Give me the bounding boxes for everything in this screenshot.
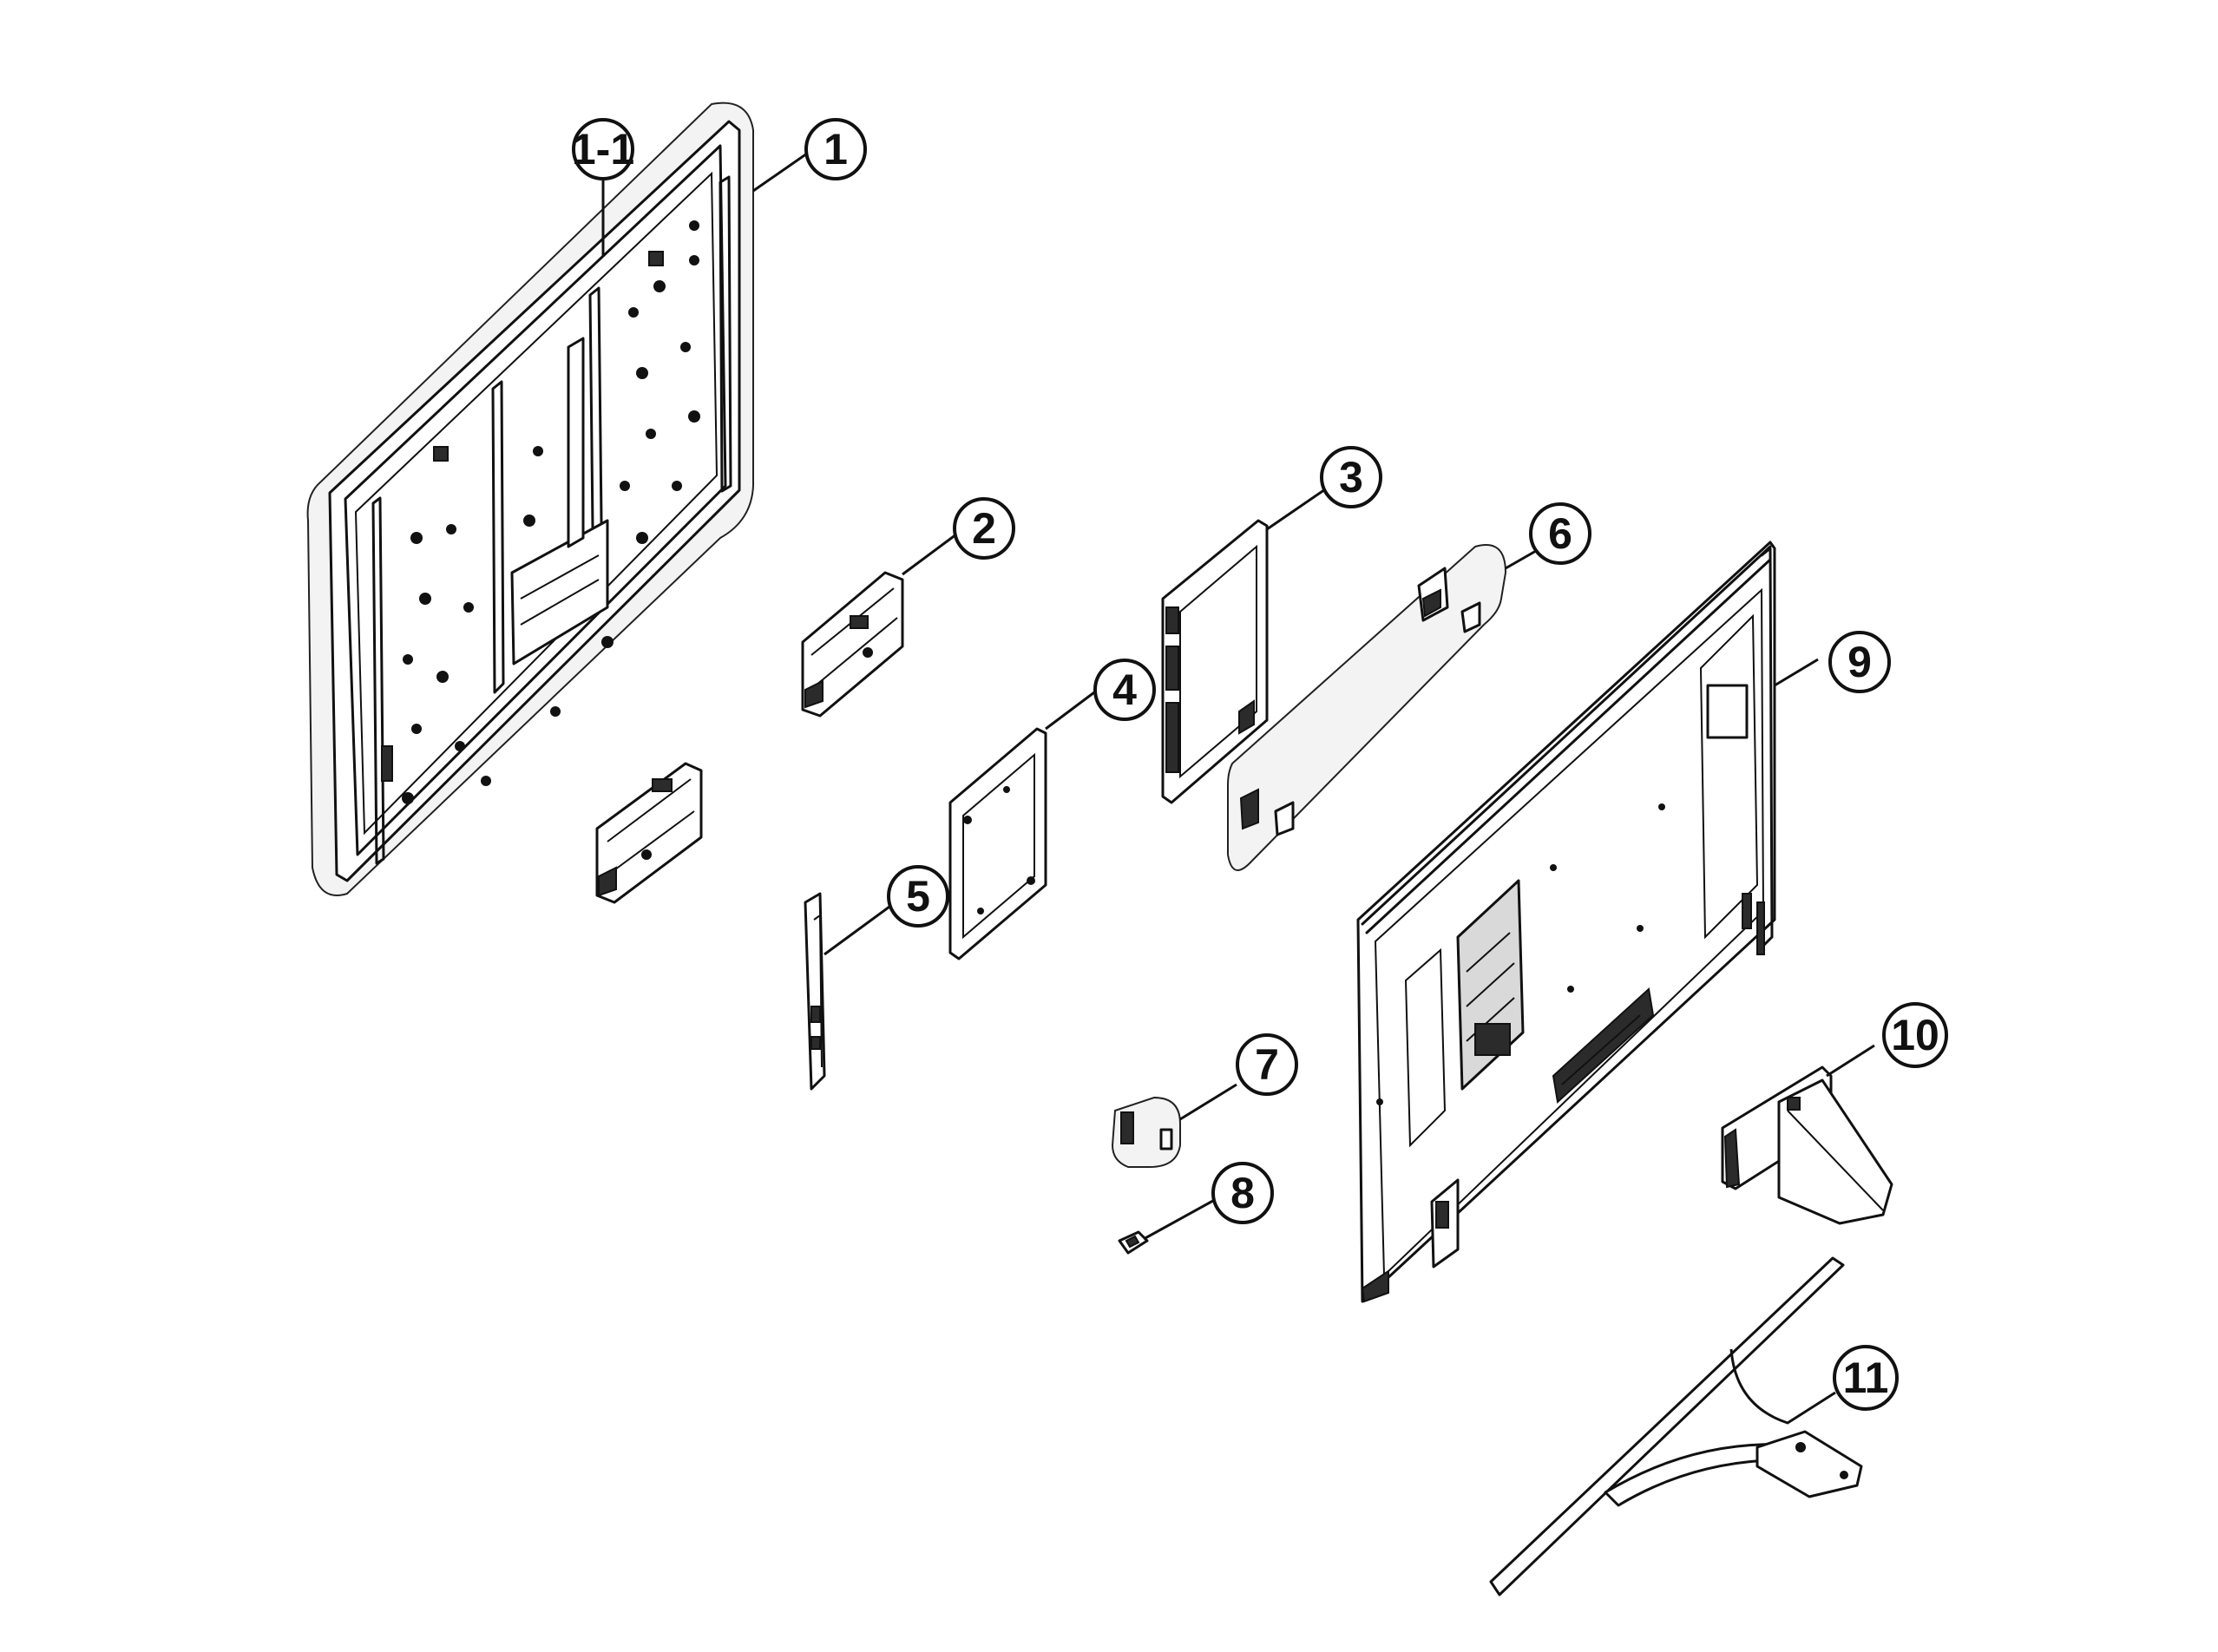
part-10-stand-neck bbox=[1721, 1065, 1893, 1225]
callout-5: 5 bbox=[887, 865, 949, 928]
part-7-ir-lens bbox=[1111, 1096, 1181, 1168]
callout-11: 11 bbox=[1833, 1345, 1899, 1411]
callout-2: 2 bbox=[953, 497, 1015, 560]
callout-6-label: 6 bbox=[1548, 509, 1572, 558]
callout-7: 7 bbox=[1236, 1033, 1298, 1096]
callout-8-label: 8 bbox=[1230, 1169, 1255, 1217]
callout-11-label: 11 bbox=[1843, 1354, 1889, 1402]
callout-1-label: 1 bbox=[824, 125, 848, 174]
callout-10: 10 bbox=[1882, 1002, 1948, 1068]
callout-5-label: 5 bbox=[906, 872, 930, 921]
part-4-main-board bbox=[948, 727, 1047, 960]
callout-10-label: 10 bbox=[1891, 1011, 1939, 1059]
callout-1: 1 bbox=[804, 118, 867, 180]
callout-6: 6 bbox=[1529, 502, 1591, 565]
part-11-stand-base bbox=[1489, 1256, 1863, 1596]
callout-4-label: 4 bbox=[1112, 665, 1137, 714]
part-5-key-board bbox=[804, 892, 826, 1091]
speaker-module-left bbox=[595, 762, 703, 904]
callout-9-label: 9 bbox=[1847, 638, 1872, 686]
callout-8: 8 bbox=[1211, 1162, 1274, 1224]
part-8-button bbox=[1118, 1230, 1149, 1255]
callout-9: 9 bbox=[1828, 631, 1891, 693]
callout-3: 3 bbox=[1320, 446, 1382, 508]
part-6-input-bracket bbox=[1227, 544, 1507, 871]
part-1-display-panel bbox=[306, 102, 754, 896]
part-2-speaker-module bbox=[801, 571, 904, 718]
callout-4: 4 bbox=[1093, 659, 1156, 721]
callout-1-1-label: 1-1 bbox=[572, 125, 634, 174]
callout-2-label: 2 bbox=[972, 504, 996, 553]
panel-mounting-holes bbox=[402, 220, 700, 804]
part-3-power-board bbox=[1161, 519, 1269, 804]
callout-1-1: 1-1 bbox=[572, 118, 634, 180]
callout-leaders bbox=[601, 146, 1875, 1425]
callout-7-label: 7 bbox=[1255, 1040, 1279, 1089]
part-9-back-cover bbox=[1356, 541, 1776, 1303]
callout-3-label: 3 bbox=[1339, 453, 1363, 502]
